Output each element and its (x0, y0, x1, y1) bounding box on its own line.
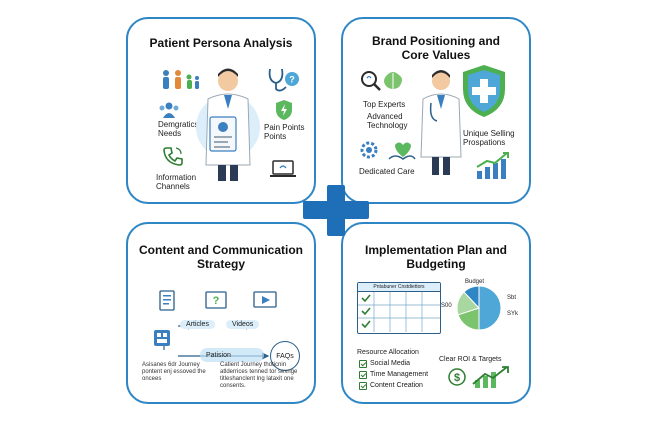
faqs-bubble: FAQs (270, 341, 300, 371)
pie-slice (478, 285, 502, 331)
panel-title: Patient Persona Analysis (149, 36, 293, 50)
svg-text:$: $ (454, 372, 460, 384)
panel-implementation-plan: Implementation Plan and Budgeting Pntabu… (341, 222, 531, 404)
label-top-experts: Top Experts (363, 100, 406, 109)
resource-item: Time Management (359, 370, 428, 379)
video-play-icon (253, 291, 277, 308)
resource-item: Social Media (359, 359, 410, 368)
svg-text:?: ? (213, 295, 220, 307)
panel-title: Implementation Plan and Budgeting (364, 243, 508, 271)
document-icon (159, 290, 175, 311)
label-left-value: S00 (441, 303, 452, 309)
plus-icon (303, 185, 369, 236)
caption-right: Catient Journey thoticnin atlderrices te… (220, 362, 298, 389)
label-demographics: Demgratics Needs (158, 120, 199, 138)
caption-left: Asisanes 6dr Journey pontent enj essoved… (142, 362, 206, 382)
group-icon (159, 102, 179, 118)
pill-articles: Articles (180, 320, 215, 329)
panel-patient-persona: Patient Persona Analysis Demgratics Need… (126, 17, 316, 204)
label-dedicated-care: Dedicated Care (359, 167, 415, 176)
family-icon (163, 70, 199, 89)
label-roi: Clear ROI & Targets (439, 356, 502, 363)
checkbox-icon (359, 381, 367, 390)
panel-title: Content and Communication Strategy (139, 243, 303, 271)
panel-title: Brand Positioning and Core Values (372, 34, 500, 62)
calendar-grid: Pntabuner Cnstdiettors (357, 282, 441, 334)
stethoscope-question-icon: ? (268, 68, 299, 92)
panel-content-strategy: Content and Communication Strategy ? Art… (126, 222, 316, 404)
search-brain-icon (361, 71, 402, 91)
question-board-icon: ? (205, 291, 227, 309)
label-budget: Budget (465, 279, 485, 285)
calendar-header: Pntabuner Cnstdiettors (358, 283, 440, 292)
label-right-bottom: SYk (507, 311, 519, 317)
pill-videos: Videos (226, 320, 260, 329)
svg-text:?: ? (289, 75, 295, 85)
label-advanced-technology: Advanced Technology (367, 112, 408, 130)
shield-alert-icon (276, 100, 292, 120)
label-pain-points: Pain Points Points (264, 123, 305, 141)
calendar-cells (358, 292, 440, 332)
roi-growth-icon: $ (448, 366, 509, 388)
checkbox-icon (359, 359, 367, 368)
laptop-icon (270, 160, 296, 177)
budget-pie-chart (456, 285, 502, 331)
label-unique-selling: Unique Selling Prospations (463, 129, 515, 147)
pie-slice (463, 285, 480, 310)
label-patient: Patision (206, 352, 231, 359)
growth-chart-icon (476, 152, 509, 179)
device-icon (154, 330, 170, 346)
gear-heart-icon (360, 141, 416, 160)
label-information-channels: Information Channels (156, 173, 197, 191)
doctor-with-profile-icon (196, 68, 260, 181)
shield-cross-icon (463, 65, 505, 117)
phone-icon (163, 147, 183, 166)
doctor-icon (420, 70, 462, 175)
resource-item: Content Creation (359, 381, 423, 390)
panel-brand-positioning: Brand Positioning and Core Values Top Ex… (341, 17, 531, 204)
label-resource-allocation: Resource Allocation (357, 349, 419, 356)
label-right-top: Sbt (507, 295, 517, 301)
checkbox-icon (359, 370, 367, 379)
